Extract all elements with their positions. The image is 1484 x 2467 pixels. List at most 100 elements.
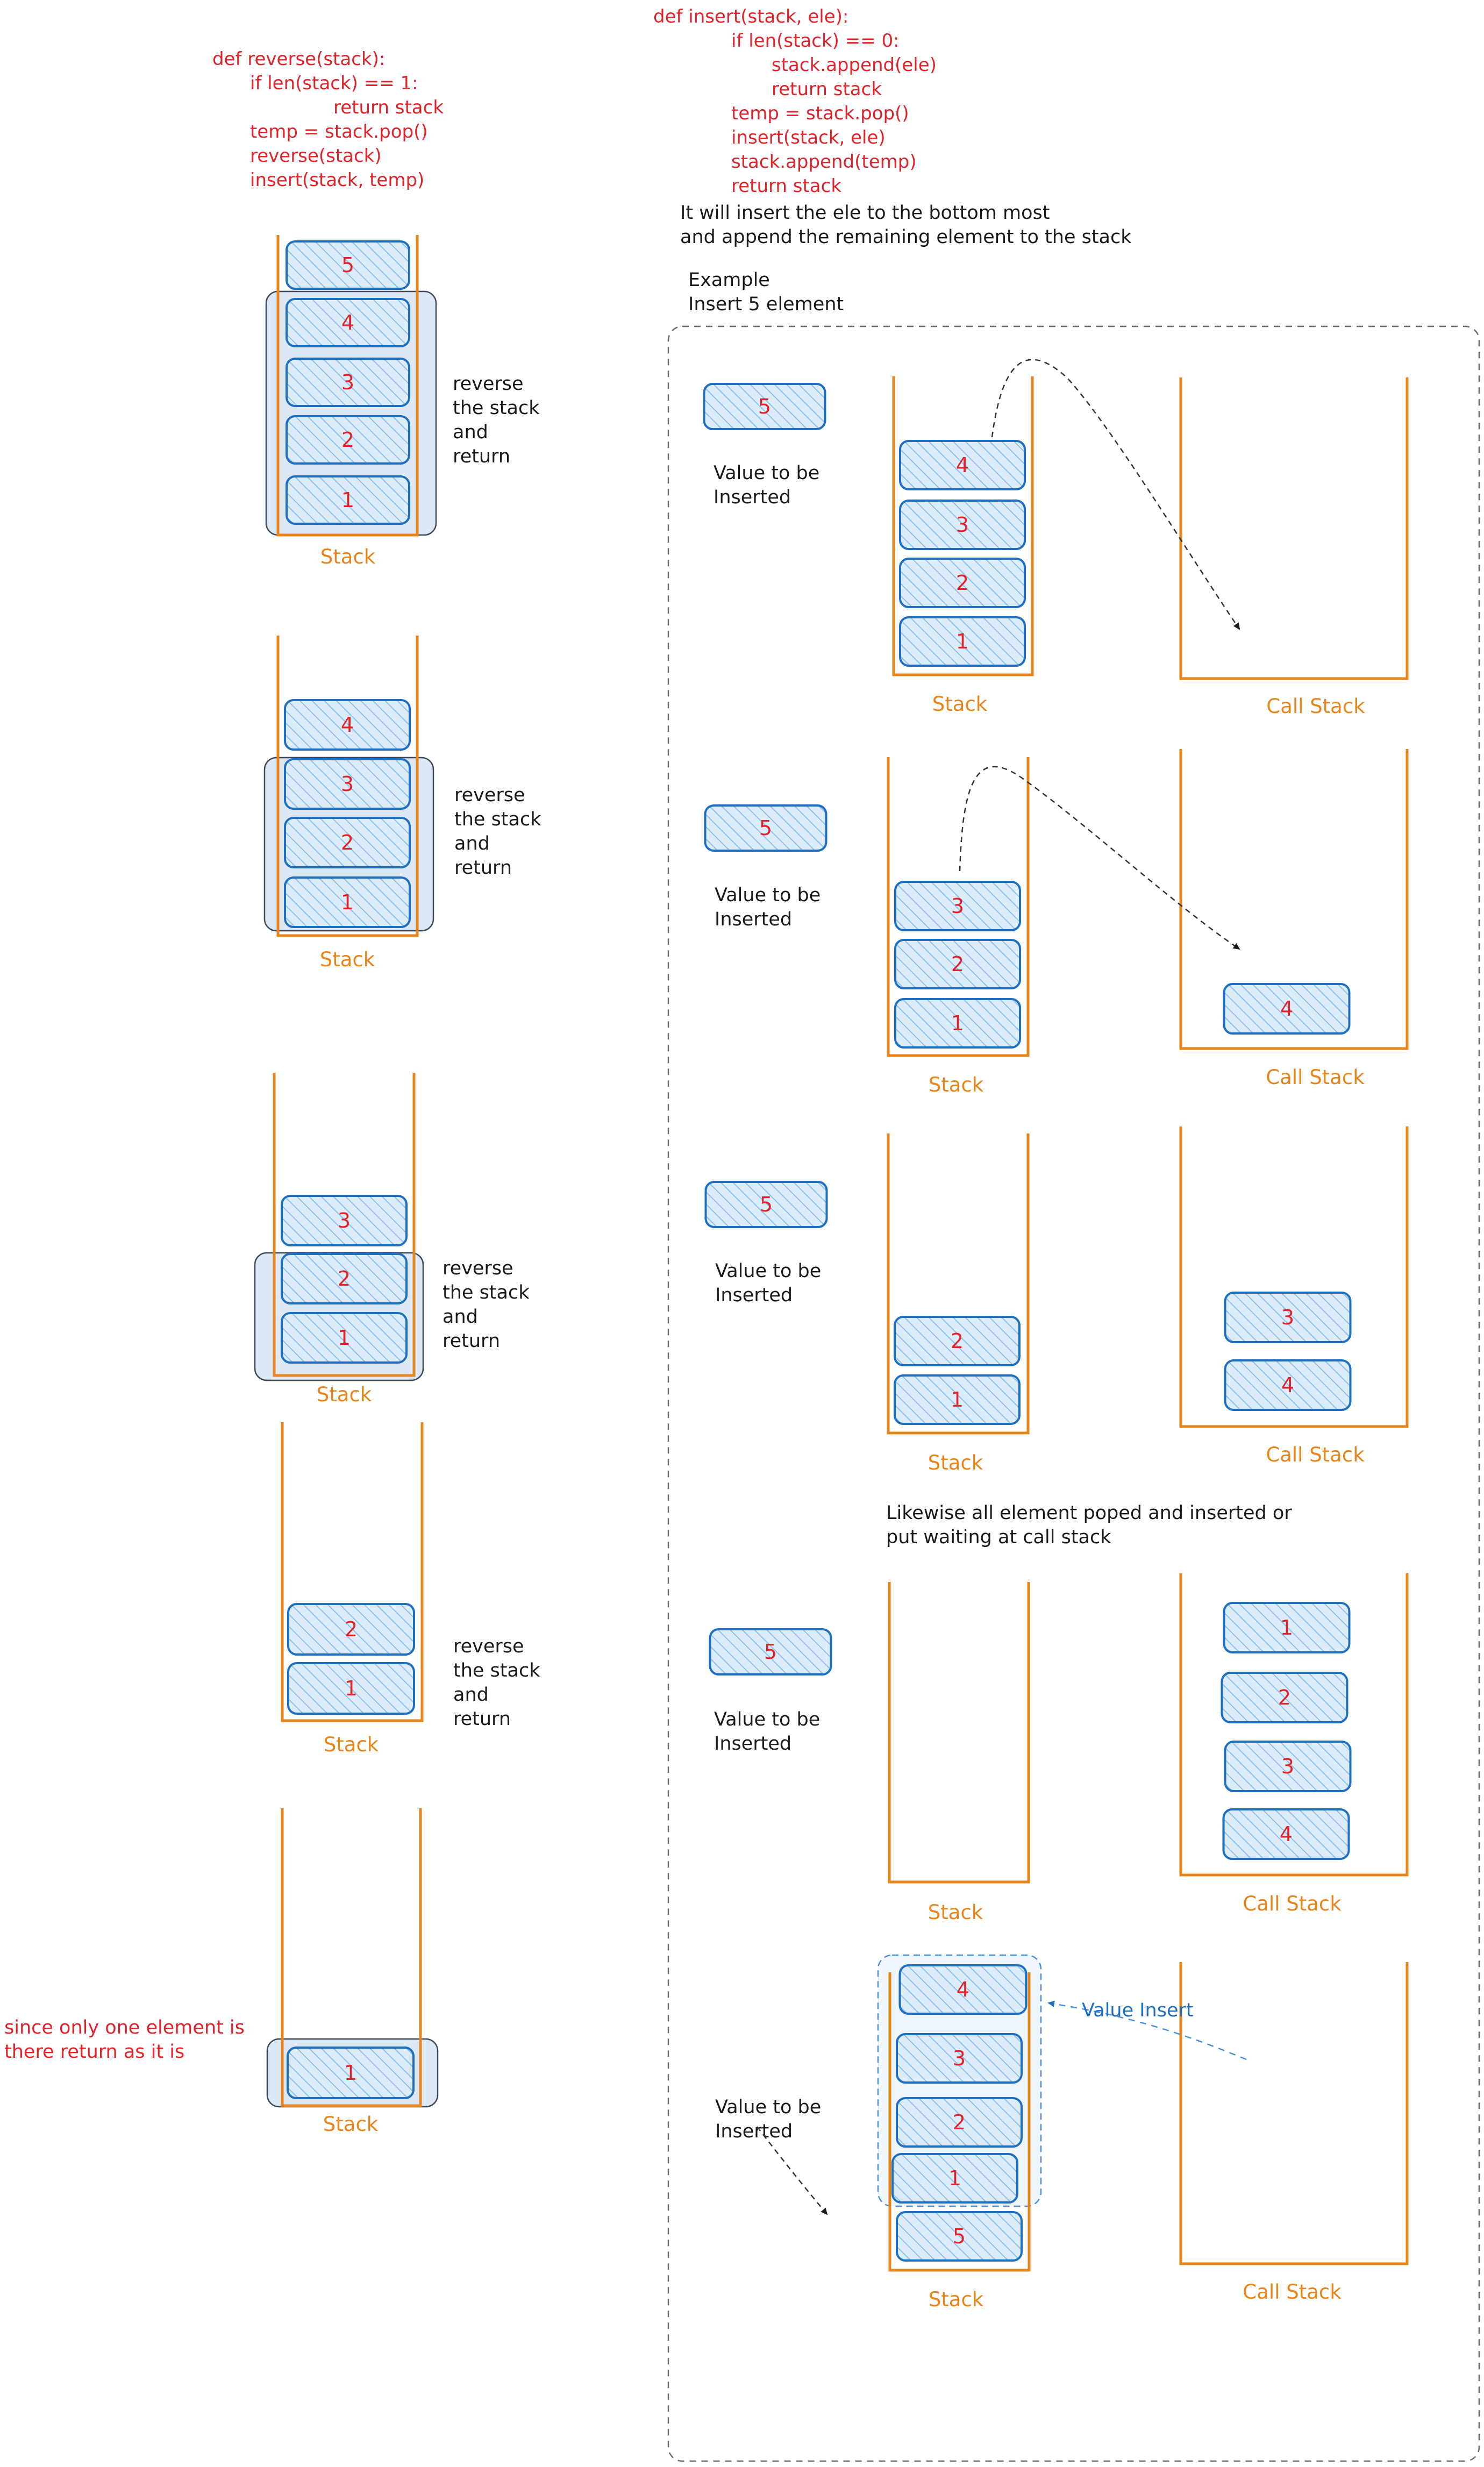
stack-element: 1 <box>286 475 410 525</box>
element-box <box>281 1253 408 1304</box>
stack-element: 2 <box>899 558 1026 608</box>
element-box <box>1223 983 1351 1035</box>
text-line: It will insert the ele to the bottom mos… <box>680 202 1050 224</box>
stack-element: 3 <box>1224 1741 1352 1792</box>
stack-container <box>281 1422 424 1722</box>
pop-arrow-2 <box>959 766 1240 950</box>
text-line: and <box>454 833 490 854</box>
insert-arrow <box>757 2126 828 2215</box>
stack-element: 2 <box>284 817 411 868</box>
element-value: 1 <box>948 2166 961 2190</box>
element-box <box>1222 1808 1350 1860</box>
element-box <box>894 881 1021 931</box>
text-line: return stack <box>333 97 444 118</box>
stack-element: 5 <box>896 2211 1023 2262</box>
insert-code: def insert(stack, ele):if len(stack) == … <box>653 6 937 197</box>
stack-label: Stack <box>320 545 376 568</box>
element-value: 5 <box>758 395 771 418</box>
element-value: 4 <box>341 713 354 737</box>
element-box <box>704 1181 828 1228</box>
stack-element: 3 <box>894 881 1021 931</box>
value-insert-arrow <box>1047 2000 1247 2060</box>
call-stack-container <box>1179 1573 1409 1877</box>
element-value: 1 <box>951 1011 964 1035</box>
element-value: 3 <box>953 2047 966 2070</box>
text-line: the stack <box>453 1660 540 1681</box>
text-line: return <box>443 1330 500 1352</box>
element-value: 4 <box>1280 997 1293 1021</box>
element-box <box>1224 1292 1352 1343</box>
stack-element: 3 <box>899 500 1026 550</box>
stack-element: 1 <box>284 876 411 928</box>
element-value: 2 <box>338 1267 351 1290</box>
element-value: 1 <box>951 1388 964 1411</box>
stack-element: 1 <box>894 998 1021 1049</box>
stack-label: Stack <box>320 948 375 971</box>
text-line: reverse <box>454 785 525 806</box>
element-box <box>896 2033 1023 2084</box>
stack-container <box>273 1073 416 1377</box>
text-line: return <box>454 857 512 879</box>
element-box <box>286 298 410 347</box>
stack-element: 4 <box>286 298 410 347</box>
stack-label: Stack <box>928 1901 983 1924</box>
text-line: insert(stack, ele) <box>731 127 886 148</box>
stack-element: 1 <box>891 2153 1018 2204</box>
element-box <box>286 240 410 290</box>
element-box <box>894 1316 1021 1366</box>
text-line: stack.append(ele) <box>772 54 937 76</box>
element-value: 1 <box>345 1677 358 1700</box>
element-box <box>899 558 1026 608</box>
element-value: 2 <box>956 571 969 595</box>
element-box <box>899 440 1026 490</box>
stack-element: 3 <box>286 358 410 407</box>
text-line: Likewise all element poped and inserted … <box>886 1502 1292 1524</box>
text-line: temp = stack.pop() <box>731 103 909 124</box>
text-line: def reverse(stack): <box>212 48 385 70</box>
text-line: if len(stack) == 1: <box>250 73 418 94</box>
text-line: reverse(stack) <box>250 145 382 167</box>
element-value: 3 <box>951 894 964 918</box>
stack-container <box>888 1582 1030 1884</box>
element-box <box>709 1628 832 1675</box>
element-box <box>286 358 410 407</box>
element-value: 2 <box>951 952 964 976</box>
stack-element: 1 <box>287 1662 415 1715</box>
element-box <box>1224 1359 1352 1411</box>
stack-container <box>281 1808 422 2107</box>
value-to-insert-box: 5 <box>704 1181 828 1228</box>
text-line: Value to be <box>714 462 819 484</box>
element-box <box>899 616 1026 667</box>
stack-container <box>276 636 419 937</box>
element-value: 4 <box>341 311 354 334</box>
stack-element: 4 <box>1224 1359 1352 1411</box>
stack-label: Stack <box>929 2288 984 2311</box>
text-line: reverse <box>443 1258 513 1279</box>
value-to-insert-box: 5 <box>703 383 826 430</box>
element-value: 2 <box>341 428 354 452</box>
element-value: 4 <box>956 453 969 477</box>
element-box <box>703 383 826 430</box>
text-line: Example <box>688 269 770 291</box>
element-box <box>1223 1602 1351 1653</box>
text-line: put waiting at call stack <box>886 1527 1111 1548</box>
element-box <box>286 415 410 465</box>
stack-label: Stack <box>928 1451 983 1474</box>
stack-element: 3 <box>281 1195 408 1246</box>
element-value: 3 <box>338 1209 351 1232</box>
element-value: 2 <box>341 831 354 854</box>
element-box <box>287 1662 415 1715</box>
element-value: 5 <box>953 2224 966 2248</box>
element-value: 2 <box>951 1329 964 1353</box>
stack-element: 1 <box>1223 1602 1351 1653</box>
element-value: 5 <box>760 1193 773 1216</box>
